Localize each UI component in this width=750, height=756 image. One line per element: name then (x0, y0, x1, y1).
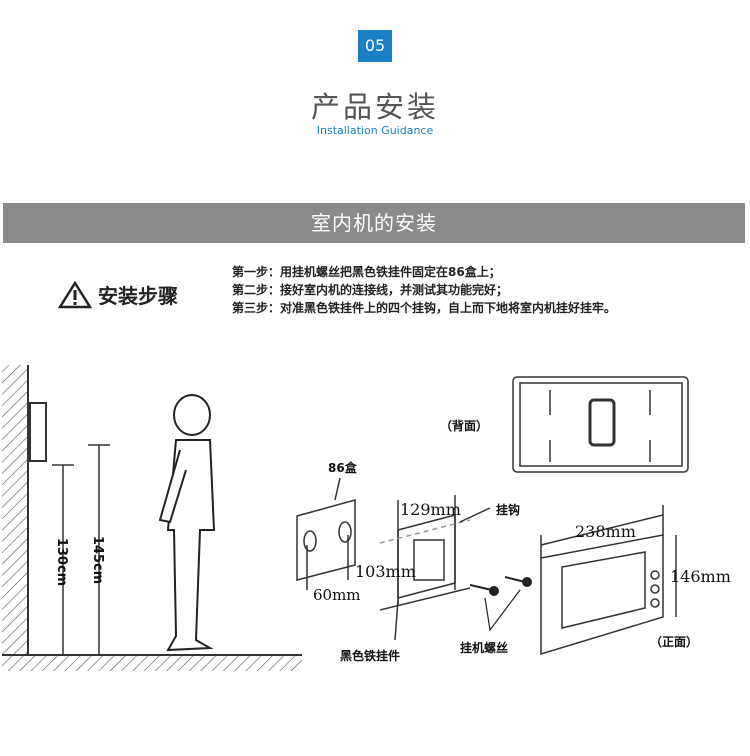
steps-list: 第一步：用挂机螺丝把黑色铁挂件固定在86盒上； 第二步：接好室内机的连接线，并测… (232, 263, 616, 317)
hook-label: 挂钩 (496, 502, 520, 517)
page-title: 产品安装 (310, 90, 439, 124)
device-back-view (512, 376, 689, 473)
indoor-unit-front (540, 505, 677, 656)
mounting-box-86 (296, 477, 356, 590)
plate-height-label: 103mm (355, 562, 416, 581)
step-3: 第三步：对准黑色铁挂件上的四个挂钩，自上而下地将室内机挂好挂牢。 (232, 301, 617, 315)
box-spacing-label: 60mm (313, 586, 361, 604)
device-width-label: 238mm (575, 522, 636, 541)
mounting-screws (469, 576, 532, 632)
height-markers (52, 444, 110, 655)
step-2: 第二步：接好室内机的连接线，并测试其功能完好； (232, 283, 509, 297)
back-view-label: （背面） (440, 418, 488, 433)
black-iron-bracket (379, 495, 491, 641)
box-label: 86盒 (328, 460, 358, 475)
height-145-label: 145cm (90, 536, 105, 584)
plate-width-label: 129mm (400, 500, 461, 519)
device-height-label: 146mm (670, 567, 731, 586)
warning-icon (58, 280, 92, 308)
wall (2, 365, 302, 671)
steps-heading-text: 安装步骤 (98, 284, 178, 308)
installation-diagram: 130cm 145cm （背面） 86盒 60mm 129mm 103mm 挂钩… (2, 365, 731, 671)
section-banner: 室内机的安装 (3, 203, 745, 243)
steps-heading: 安装步骤 (58, 280, 178, 309)
section-number-badge: 05 (358, 30, 392, 62)
screw-label: 挂机螺丝 (460, 640, 508, 655)
step-1: 第一步：用挂机螺丝把黑色铁挂件固定在86盒上； (232, 265, 501, 279)
front-view-label: （正面） (650, 634, 698, 649)
person-figure (158, 394, 216, 652)
page-subtitle: Installation Guidance (316, 124, 434, 137)
height-130-label: 130cm (54, 538, 69, 586)
bracket-label: 黑色铁挂件 (340, 648, 400, 663)
